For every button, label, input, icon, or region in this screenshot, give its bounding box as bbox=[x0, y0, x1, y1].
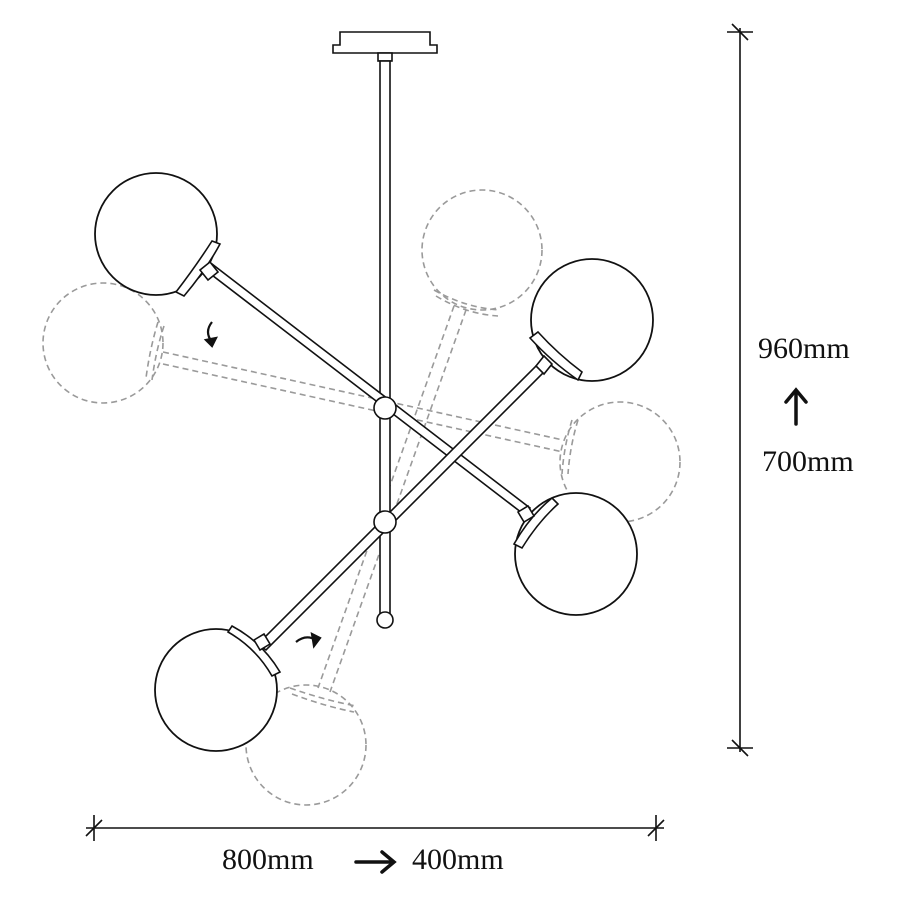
globe-upper-left bbox=[94, 172, 218, 296]
height-tick-top-slash bbox=[731, 23, 749, 41]
ghost-configuration bbox=[42, 189, 681, 806]
height-max-label: 960mm bbox=[758, 332, 850, 365]
socket-lower-right bbox=[512, 496, 560, 550]
ghost-arm-horizontal-bottom bbox=[162, 363, 564, 453]
canopy-and-rod bbox=[332, 31, 438, 629]
ghost-socket-top bbox=[433, 289, 501, 317]
right-arrow-icon bbox=[354, 850, 397, 874]
ghost-globe-bottom bbox=[245, 684, 367, 806]
up-arrow-head bbox=[784, 387, 808, 404]
pivot-joint-upper bbox=[373, 396, 397, 420]
ghost-socket-left bbox=[145, 321, 165, 381]
rotate-arrow-icon bbox=[203, 321, 322, 649]
solid-arms bbox=[206, 262, 550, 652]
height-min-label: 700mm bbox=[762, 445, 854, 478]
ceiling-canopy bbox=[332, 31, 438, 54]
solid-globes bbox=[94, 172, 654, 752]
socket-lower-left bbox=[226, 624, 282, 678]
socket-collar-lower-right bbox=[516, 504, 536, 524]
rod-connector bbox=[377, 52, 393, 62]
right-arrow-head bbox=[380, 850, 397, 874]
up-arrow-icon bbox=[784, 387, 808, 426]
ghost-arm-horizontal-top bbox=[162, 351, 564, 441]
rotate-arrow-head-upper bbox=[203, 336, 218, 348]
height-dimension-line bbox=[727, 23, 753, 757]
socket-collar-upper-right bbox=[534, 354, 554, 376]
width-min-label: 400mm bbox=[412, 843, 504, 876]
socket-collar-lower-left bbox=[252, 632, 272, 652]
rod-end-cap bbox=[376, 611, 394, 629]
ghost-socket-right bbox=[561, 419, 579, 475]
socket-upper-right bbox=[528, 330, 584, 382]
socket-collar-upper-left bbox=[198, 260, 220, 282]
pivot-joint-lower bbox=[373, 510, 397, 534]
socket-upper-left bbox=[174, 240, 222, 297]
arm-upper-left-to-right bbox=[206, 262, 532, 518]
ghost-arm-vertical-right bbox=[329, 309, 467, 693]
globe-sockets bbox=[174, 240, 584, 678]
width-tick-right-slash bbox=[647, 819, 665, 837]
globe-upper-right bbox=[530, 258, 654, 382]
width-dimension-line bbox=[85, 815, 665, 841]
globe-lower-left bbox=[154, 628, 278, 752]
width-tick-left-slash bbox=[85, 819, 103, 837]
height-tick-bottom-slash bbox=[731, 739, 749, 757]
globe-lower-right bbox=[514, 492, 638, 616]
ghost-socket-bottom bbox=[289, 687, 357, 713]
rotate-arrow-head-lower bbox=[310, 632, 322, 649]
width-max-label: 800mm bbox=[222, 843, 314, 876]
ghost-globe-top bbox=[421, 189, 543, 311]
ghost-globe-left bbox=[42, 282, 164, 404]
